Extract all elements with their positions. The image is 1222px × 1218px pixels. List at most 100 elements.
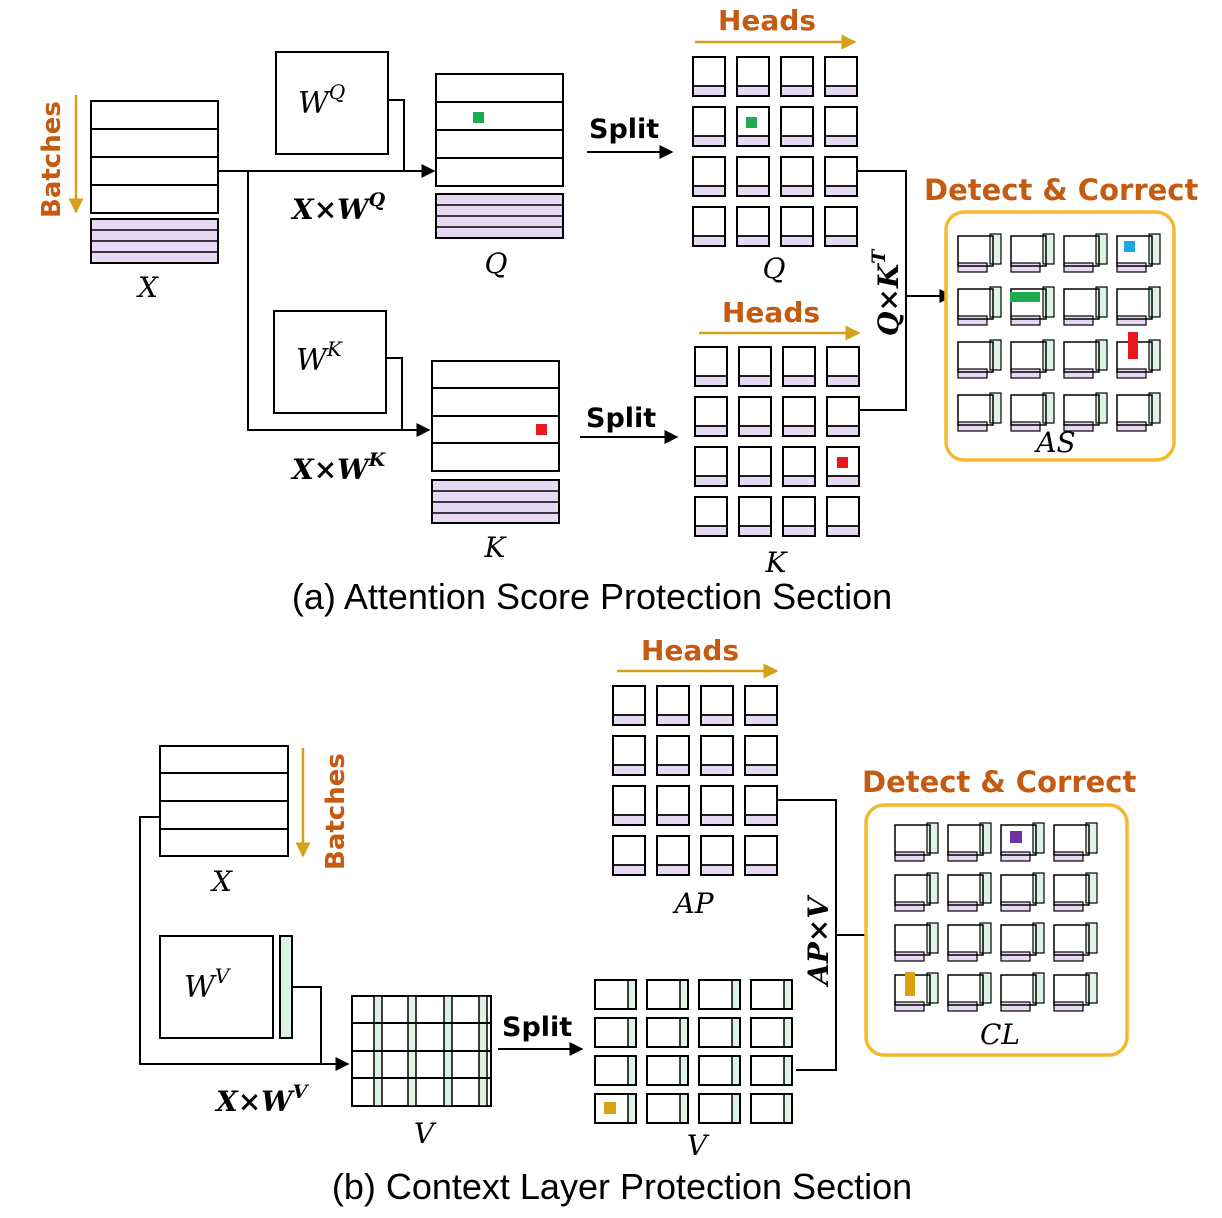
v-heads-grid [594, 979, 793, 1124]
svg-text:WV: WV [184, 964, 232, 1005]
split-label-v: Split [502, 1012, 572, 1043]
split-label-q: Split [589, 114, 659, 145]
wv-box [159, 935, 274, 1039]
v-head-tile [594, 979, 637, 1010]
head-tile [700, 735, 734, 776]
batches-label-b: Batches [321, 753, 351, 870]
k-heads-error-dot [837, 457, 848, 468]
result-tile [1053, 872, 1098, 912]
result-tile [1063, 286, 1108, 326]
q-error-dot [473, 112, 484, 123]
head-tile [738, 396, 772, 437]
result-tile [894, 922, 939, 962]
head-tile [692, 56, 726, 97]
x-label-a: X [136, 271, 159, 304]
head-tile [692, 106, 726, 147]
head-tile [824, 156, 858, 197]
head-tile [744, 785, 778, 826]
head-tile [694, 496, 728, 537]
result-tile [1116, 233, 1161, 273]
wv-checksum [279, 935, 293, 1039]
result-tile [1116, 392, 1161, 432]
result-tile [1000, 972, 1045, 1012]
wq-base: W [298, 86, 331, 121]
v-head-tile [698, 1055, 741, 1086]
head-tile [736, 56, 770, 97]
result-tile [1010, 339, 1055, 379]
as-error-blue [1124, 241, 1135, 252]
result-tile [1053, 972, 1098, 1012]
wk-base: W [296, 343, 329, 378]
head-tile [656, 735, 690, 776]
wv-base: W [184, 970, 217, 1005]
caption-b: (b) Context Layer Protection Section [332, 1166, 912, 1207]
result-tile [894, 822, 939, 862]
result-tile [1000, 822, 1045, 862]
head-tile [694, 346, 728, 387]
v-head-tile [698, 979, 741, 1010]
head-tile [656, 785, 690, 826]
detect-label-a: Detect & Correct [924, 173, 1198, 207]
v-head-tile [646, 979, 689, 1010]
result-tile [1010, 392, 1055, 432]
v-head-tile [646, 1017, 689, 1048]
qkt-base: Q×K [872, 262, 905, 336]
k-matrix [431, 360, 560, 524]
q-heads-error-dot [746, 117, 757, 128]
v-head-tile [750, 979, 793, 1010]
result-tile [1010, 286, 1055, 326]
wk-sup: K [326, 337, 343, 361]
head-tile [780, 56, 814, 97]
result-tile [957, 339, 1002, 379]
head-tile [744, 735, 778, 776]
v-head-tile [750, 1017, 793, 1048]
xwk-base: X×W [290, 453, 371, 486]
wk-box [273, 310, 387, 414]
xwq-base: X×W [290, 193, 371, 226]
k-heads-grid [694, 346, 860, 537]
head-tile [824, 106, 858, 147]
v-head-tile [646, 1093, 689, 1124]
result-tile [947, 872, 992, 912]
svg-text:Q×KT: Q×KT [868, 248, 905, 336]
section-a: Batches X WQ WK X×WQ [37, 4, 1198, 617]
head-tile [612, 835, 646, 876]
section-b: X Batches WV X×WV V Split [139, 634, 1136, 1207]
head-tile [824, 56, 858, 97]
head-tile [736, 156, 770, 197]
svg-text:WQ: WQ [298, 80, 345, 121]
v-head-tile [594, 1017, 637, 1048]
svg-text:WK: WK [296, 337, 343, 378]
q-heads-grid [692, 56, 858, 247]
svg-text:X×WK: X×WK [290, 449, 387, 486]
heads-label-k: Heads [722, 296, 820, 329]
head-tile [782, 496, 816, 537]
x-matrix-b [159, 745, 289, 857]
head-tile [744, 835, 778, 876]
cl-label: CL [980, 1018, 1020, 1051]
apv-label: AP×V [802, 894, 835, 988]
as-error-red [1128, 332, 1138, 359]
v-head-tile [698, 1093, 741, 1124]
v-head-tile [750, 1055, 793, 1086]
v-heads-error-dot [604, 1102, 616, 1114]
head-tile [826, 446, 860, 487]
as-label: AS [1033, 426, 1075, 459]
result-tile [1000, 872, 1045, 912]
head-tile [744, 685, 778, 726]
caption-a: (a) Attention Score Protection Section [292, 576, 892, 617]
ap-heads-grid [612, 685, 778, 876]
result-tile [957, 233, 1002, 273]
split-label-k: Split [586, 403, 656, 434]
result-tile [894, 872, 939, 912]
head-tile [694, 396, 728, 437]
head-tile [738, 446, 772, 487]
result-tile [947, 922, 992, 962]
head-tile [736, 106, 770, 147]
head-tile [736, 206, 770, 247]
wq-box [275, 51, 389, 155]
xwq-sup: Q [369, 189, 386, 211]
result-tile [957, 286, 1002, 326]
cl-error-gold [905, 972, 915, 996]
result-tile [947, 822, 992, 862]
